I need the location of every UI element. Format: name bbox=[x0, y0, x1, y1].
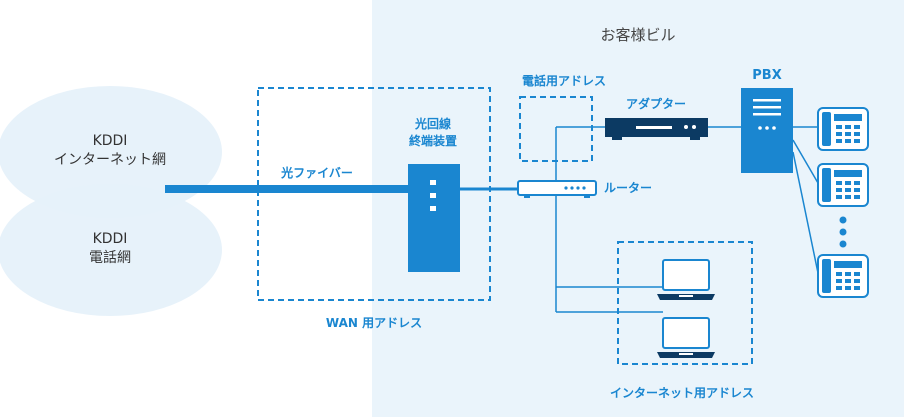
fiber-line bbox=[165, 185, 410, 193]
ont-label-1: 光回線 bbox=[414, 116, 451, 131]
pbx-label: PBX bbox=[752, 68, 781, 83]
customer-building-label: お客様ビル bbox=[600, 26, 675, 44]
ont-device-icon bbox=[408, 164, 460, 272]
internet-address-zone bbox=[617, 241, 753, 365]
kddi-internet-cloud bbox=[0, 86, 222, 218]
router-label: ルーター bbox=[604, 181, 652, 195]
wan-address-zone bbox=[257, 87, 491, 301]
pbx-to-phone2-line bbox=[792, 139, 819, 184]
ellipsis-dots-icon bbox=[839, 216, 847, 248]
ont-label-2: 終端装置 bbox=[409, 133, 457, 148]
pbx-server-icon bbox=[741, 88, 793, 173]
telephone-icon bbox=[817, 107, 869, 151]
router-icon bbox=[517, 180, 597, 198]
kddi-phone-cloud bbox=[0, 184, 222, 316]
customer-building-area bbox=[372, 0, 904, 417]
kddi-internet-label-1: KDDI bbox=[93, 133, 128, 149]
wan-address-label: WAN 用アドレス bbox=[326, 316, 422, 330]
fiber-label: 光ファイバー bbox=[280, 165, 353, 180]
telephone-icon bbox=[817, 163, 869, 207]
telephone-icon bbox=[817, 254, 869, 298]
pbx-to-phone3-line bbox=[792, 151, 819, 274]
kddi-phone-label-2: 電話網 bbox=[89, 249, 131, 266]
phone-address-label: 電話用アドレス bbox=[522, 73, 606, 88]
adapter-label: アダプター bbox=[626, 96, 686, 111]
laptop-icon bbox=[657, 317, 715, 358]
adapter-icon bbox=[605, 118, 708, 140]
kddi-internet-label-2: インターネット網 bbox=[54, 152, 166, 168]
kddi-phone-label-1: KDDI bbox=[93, 231, 128, 247]
laptop-icon bbox=[657, 259, 715, 300]
internet-address-label: インターネット用アドレス bbox=[610, 386, 754, 400]
